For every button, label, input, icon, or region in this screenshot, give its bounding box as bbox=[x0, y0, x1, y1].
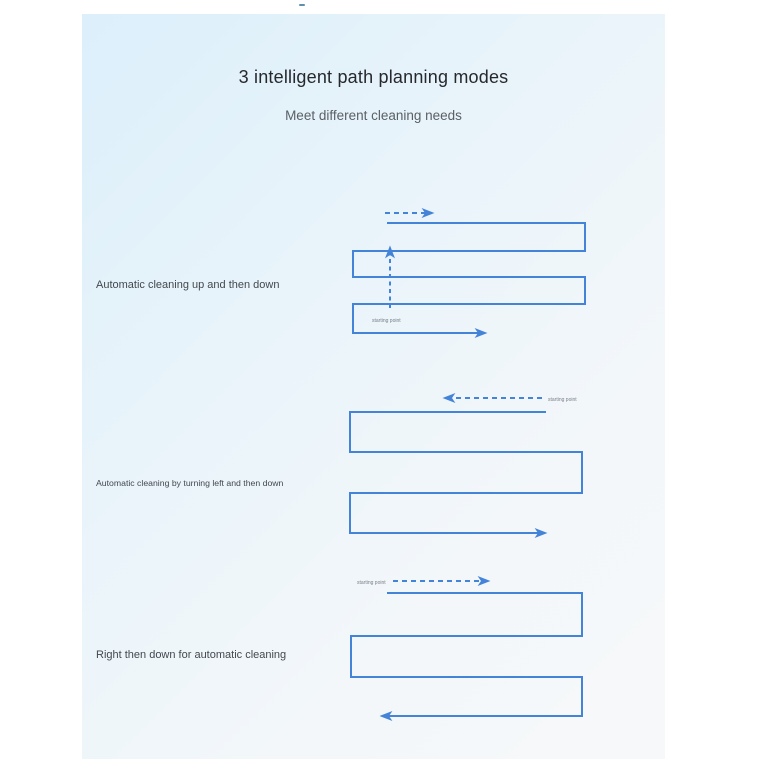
content-panel: 3 intelligent path planning modes Meet d… bbox=[82, 14, 665, 759]
starting-point-label: starting point bbox=[372, 318, 401, 324]
page-subtitle: Meet different cleaning needs bbox=[285, 108, 462, 123]
page-title: 3 intelligent path planning modes bbox=[238, 67, 509, 87]
mode-1-label: Automatic cleaning up and then down bbox=[96, 279, 280, 291]
cleaning-route-serpentine-path bbox=[350, 592, 583, 721]
mode-2-label: Automatic cleaning by turning left and t… bbox=[96, 478, 284, 488]
mode-1-path-diagram: starting point bbox=[352, 208, 586, 338]
starting-point-label: starting point bbox=[357, 580, 386, 586]
mode-3-path-diagram: starting point bbox=[350, 576, 583, 721]
cleaning-route-serpentine-path bbox=[349, 411, 583, 538]
starting-point-label: starting point bbox=[548, 397, 577, 403]
cleaning-route-serpentine-path bbox=[352, 222, 586, 338]
mode-2-path-diagram: starting point bbox=[349, 393, 583, 538]
mode-3-label: Right then down for automatic cleaning bbox=[96, 649, 287, 661]
top-edge-mark bbox=[299, 4, 305, 6]
